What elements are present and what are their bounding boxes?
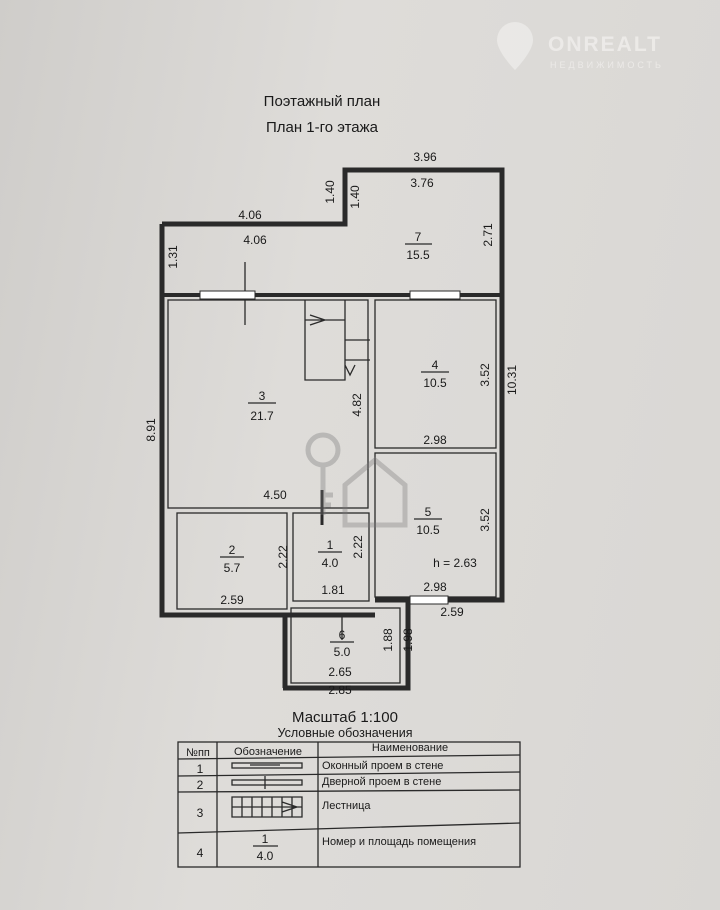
watermark: ONREALT НЕДВИЖИМОСТЬ	[497, 22, 664, 70]
room-3: 321.7	[248, 389, 276, 423]
label-rooms-3-area: 10.5	[423, 376, 447, 390]
label-dims-d285: 2.85	[328, 683, 352, 697]
label-dims-d482: 4.82	[350, 393, 364, 417]
label-dims-d406a: 4.06	[238, 208, 262, 222]
plan-line	[320, 456, 408, 528]
walls	[159, 167, 505, 691]
legend-row-room: 4 1 4.0 Номер и площадь помещения	[197, 832, 476, 863]
ceiling-height: h = 2.63	[433, 556, 477, 570]
label-rooms-1-num: 2	[229, 543, 236, 557]
label-dims-d131: 1.31	[166, 245, 180, 269]
label-dims-d298a: 2.98	[423, 433, 447, 447]
room-labels: 715.5 321.7 410.5 510.5 25.7 14.0 65.0	[220, 230, 449, 659]
label-legend-rows-2-n: 3	[197, 806, 204, 820]
label-dims-d198: 1.98	[401, 628, 415, 652]
label-legend-rows-3-sym_area: 4.0	[257, 849, 274, 863]
plan-line	[292, 512, 370, 602]
legend-row-window: 1 Оконный проем в стене	[197, 760, 444, 776]
label-dims-d1031: 10.31	[505, 365, 519, 395]
label-legend-rows-0-name: Оконный проем в стене	[322, 760, 443, 772]
label-legend-headers-2: Наименование	[372, 742, 448, 754]
label-legend-rows-0-n: 1	[197, 762, 204, 776]
room-5: 510.5	[414, 505, 442, 537]
plan-line	[177, 822, 521, 834]
scale-label: Масштаб 1:100	[292, 709, 398, 726]
label-legend-rows-1-name: Дверной проем в стене	[322, 776, 441, 788]
label-dims-d259b: 2.59	[440, 605, 464, 619]
plan-line	[199, 290, 256, 300]
label-rooms-5-num: 6	[339, 628, 346, 642]
plan-title: Поэтажный план	[264, 93, 381, 110]
legend-table: №пп Обозначение Наименование 1 Оконный п…	[177, 741, 521, 868]
plan-line	[162, 167, 505, 691]
watermark-brand: ONREALT	[548, 33, 662, 56]
plan-line	[177, 771, 521, 777]
label-legend-rows-2-name: Лестница	[322, 800, 371, 812]
plan-line	[167, 299, 369, 509]
label-dims-d140a: 1.40	[323, 180, 337, 204]
plan-line	[231, 796, 303, 818]
plan-line	[159, 224, 288, 688]
plan-line	[177, 754, 521, 760]
label-dims-d891: 8.91	[144, 418, 158, 442]
label-dims-d396: 3.96	[413, 150, 437, 164]
plan-subtitle: План 1-го этажа	[266, 119, 379, 136]
label-rooms-6-area: 15.5	[406, 248, 430, 262]
legend-row-door: 2 Дверной проем в стене	[197, 776, 441, 792]
label-rooms-2-num: 3	[259, 389, 266, 403]
label-rooms-5-area: 5.0	[334, 645, 351, 659]
label-dims-d188: 1.88	[381, 628, 395, 652]
label-rooms-0-area: 4.0	[322, 556, 339, 570]
plan-line	[231, 779, 303, 786]
room-4: 410.5	[421, 358, 449, 390]
label-rooms-3-num: 4	[432, 358, 439, 372]
label-dims-d271: 2.71	[481, 223, 495, 247]
label-legend-rows-3-n: 4	[197, 846, 204, 860]
label-dims-d450: 4.50	[263, 488, 287, 502]
room-6: 65.0	[330, 628, 354, 659]
label-dims-d222b: 2.22	[351, 535, 365, 559]
watermark-subtitle: НЕДВИЖИМОСТЬ	[550, 60, 664, 70]
key-house-watermark	[305, 432, 408, 528]
label-rooms-1-area: 5.7	[224, 561, 241, 575]
label-rooms-2-area: 21.7	[250, 409, 274, 423]
label-dims-d259a: 2.59	[220, 593, 244, 607]
legend-title: Условные обозначения	[277, 726, 412, 740]
dimensions: 3.96 3.76 1.40 1.40 4.06 4.06 1.31 2.71 …	[144, 150, 519, 697]
plan-line	[374, 299, 497, 449]
label-dims-d140b: 1.40	[348, 185, 362, 209]
plan-line	[305, 432, 341, 468]
room-1: 14.0	[318, 538, 342, 570]
room-2: 25.7	[220, 543, 244, 575]
label-legend-rows-3-name: Номер и площадь помещения	[322, 836, 476, 848]
label-dims-d265: 2.65	[328, 665, 352, 679]
label-rooms-6-num: 7	[415, 230, 422, 244]
plan-line	[177, 789, 521, 793]
label-dims-d352b: 3.52	[478, 508, 492, 532]
room-7: 715.5	[405, 230, 432, 262]
plan-line	[409, 595, 449, 605]
plan-line	[176, 512, 288, 610]
label-dims-d222a: 2.22	[276, 545, 290, 569]
label-rooms-0-num: 1	[327, 538, 334, 552]
label-legend-rows-3-sym_num: 1	[262, 832, 269, 846]
label-dims-d181: 1.81	[321, 583, 345, 597]
label-dims-d298b: 2.98	[423, 580, 447, 594]
label-legend-headers-0: №пп	[186, 747, 210, 759]
plan-line	[177, 741, 521, 868]
plan-line	[231, 762, 303, 769]
label-dims-d352a: 3.52	[478, 363, 492, 387]
plan-line	[290, 607, 401, 684]
legend-row-stairs: 3 Лестница	[197, 796, 371, 820]
label-legend-rows-1-n: 2	[197, 778, 204, 792]
plan-line	[304, 300, 370, 381]
watermark-pin-icon	[497, 22, 533, 70]
label-dims-d406b: 4.06	[243, 233, 267, 247]
label-rooms-4-area: 10.5	[416, 523, 440, 537]
label-dims-d376: 3.76	[410, 176, 434, 190]
label-rooms-4-num: 5	[425, 505, 432, 519]
plan-line	[409, 290, 461, 300]
label-legend-headers-1: Обозначение	[234, 746, 302, 758]
